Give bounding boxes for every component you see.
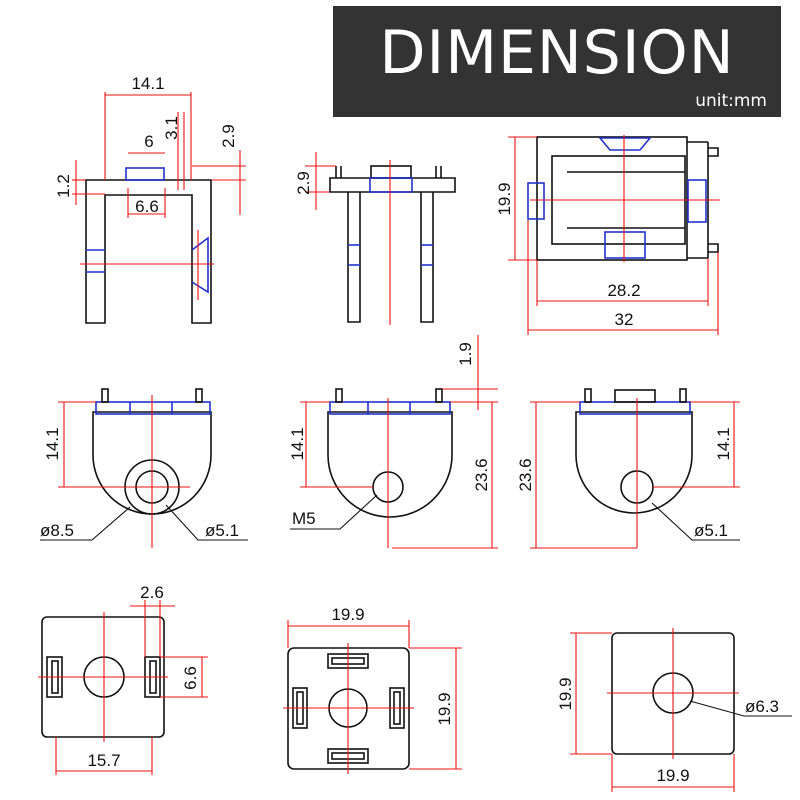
dim-bot-left-width: 15.7: [87, 751, 120, 770]
dim-bot-middle-height: 19.9: [435, 692, 454, 725]
dim-top-right-length: 32: [615, 310, 634, 329]
dim-bot-right-height: 19.9: [556, 677, 575, 710]
view-mid-middle: 14.1 1.9 23.6 M5: [288, 335, 498, 549]
view-mid-left: 14.1 ø8.5 ø5.1: [40, 388, 248, 548]
dim-top-left-depth-a: 3.1: [162, 116, 181, 140]
view-mid-right: 23.6 14.1 ø5.1: [516, 388, 740, 549]
view-bot-left: 2.6 6.6 15.7: [38, 583, 208, 775]
dim-mid-middle-total: 23.6: [472, 458, 491, 491]
dim-mid-right-height: 14.1: [714, 427, 733, 460]
dim-top-left-inner: 6: [144, 132, 153, 151]
dim-mid-left-inner-dia: ø5.1: [205, 521, 239, 540]
dim-bot-right-width: 19.9: [656, 766, 689, 785]
dim-mid-left-outer-dia: ø8.5: [40, 521, 74, 540]
dim-top-right-inner-length: 28.2: [607, 281, 640, 300]
dim-top-left-depth-b: 2.9: [219, 124, 238, 148]
dim-top-left-width: 14.1: [131, 74, 164, 93]
dim-mid-right-hole: ø5.1: [694, 521, 728, 540]
view-top-middle: 2.9: [294, 152, 456, 325]
dim-bot-left-gap: 2.6: [140, 583, 164, 602]
unit-label: unit:mm: [695, 91, 767, 111]
view-top-left: 14.1 6 3.1 2.9 1.2 6.6: [54, 74, 246, 324]
dim-bot-right-hole: ø6.3: [745, 697, 779, 716]
dim-top-middle-height: 2.9: [294, 171, 313, 195]
dim-mid-middle-height: 14.1: [288, 427, 307, 460]
dim-top-left-slot: 6.6: [135, 197, 159, 216]
dim-mid-middle-thread: M5: [292, 509, 316, 528]
dim-bot-left-slot: 6.6: [181, 666, 200, 690]
dim-mid-middle-pin: 1.9: [456, 342, 475, 366]
title-banner: DIMENSION unit:mm: [333, 6, 781, 117]
dim-mid-left-height: 14.1: [43, 427, 62, 460]
view-bot-middle: 19.9 19.9: [283, 605, 462, 774]
view-top-right: 19.9 28.2 32: [495, 135, 720, 335]
dim-bot-middle-width: 19.9: [331, 605, 364, 624]
dim-top-left-thickness: 1.2: [54, 174, 73, 198]
page-title: DIMENSION: [379, 18, 735, 88]
dim-top-right-height: 19.9: [495, 182, 514, 215]
dim-mid-right-total: 23.6: [516, 458, 535, 491]
view-bot-right: 19.9 19.9 ø6.3: [556, 628, 792, 792]
